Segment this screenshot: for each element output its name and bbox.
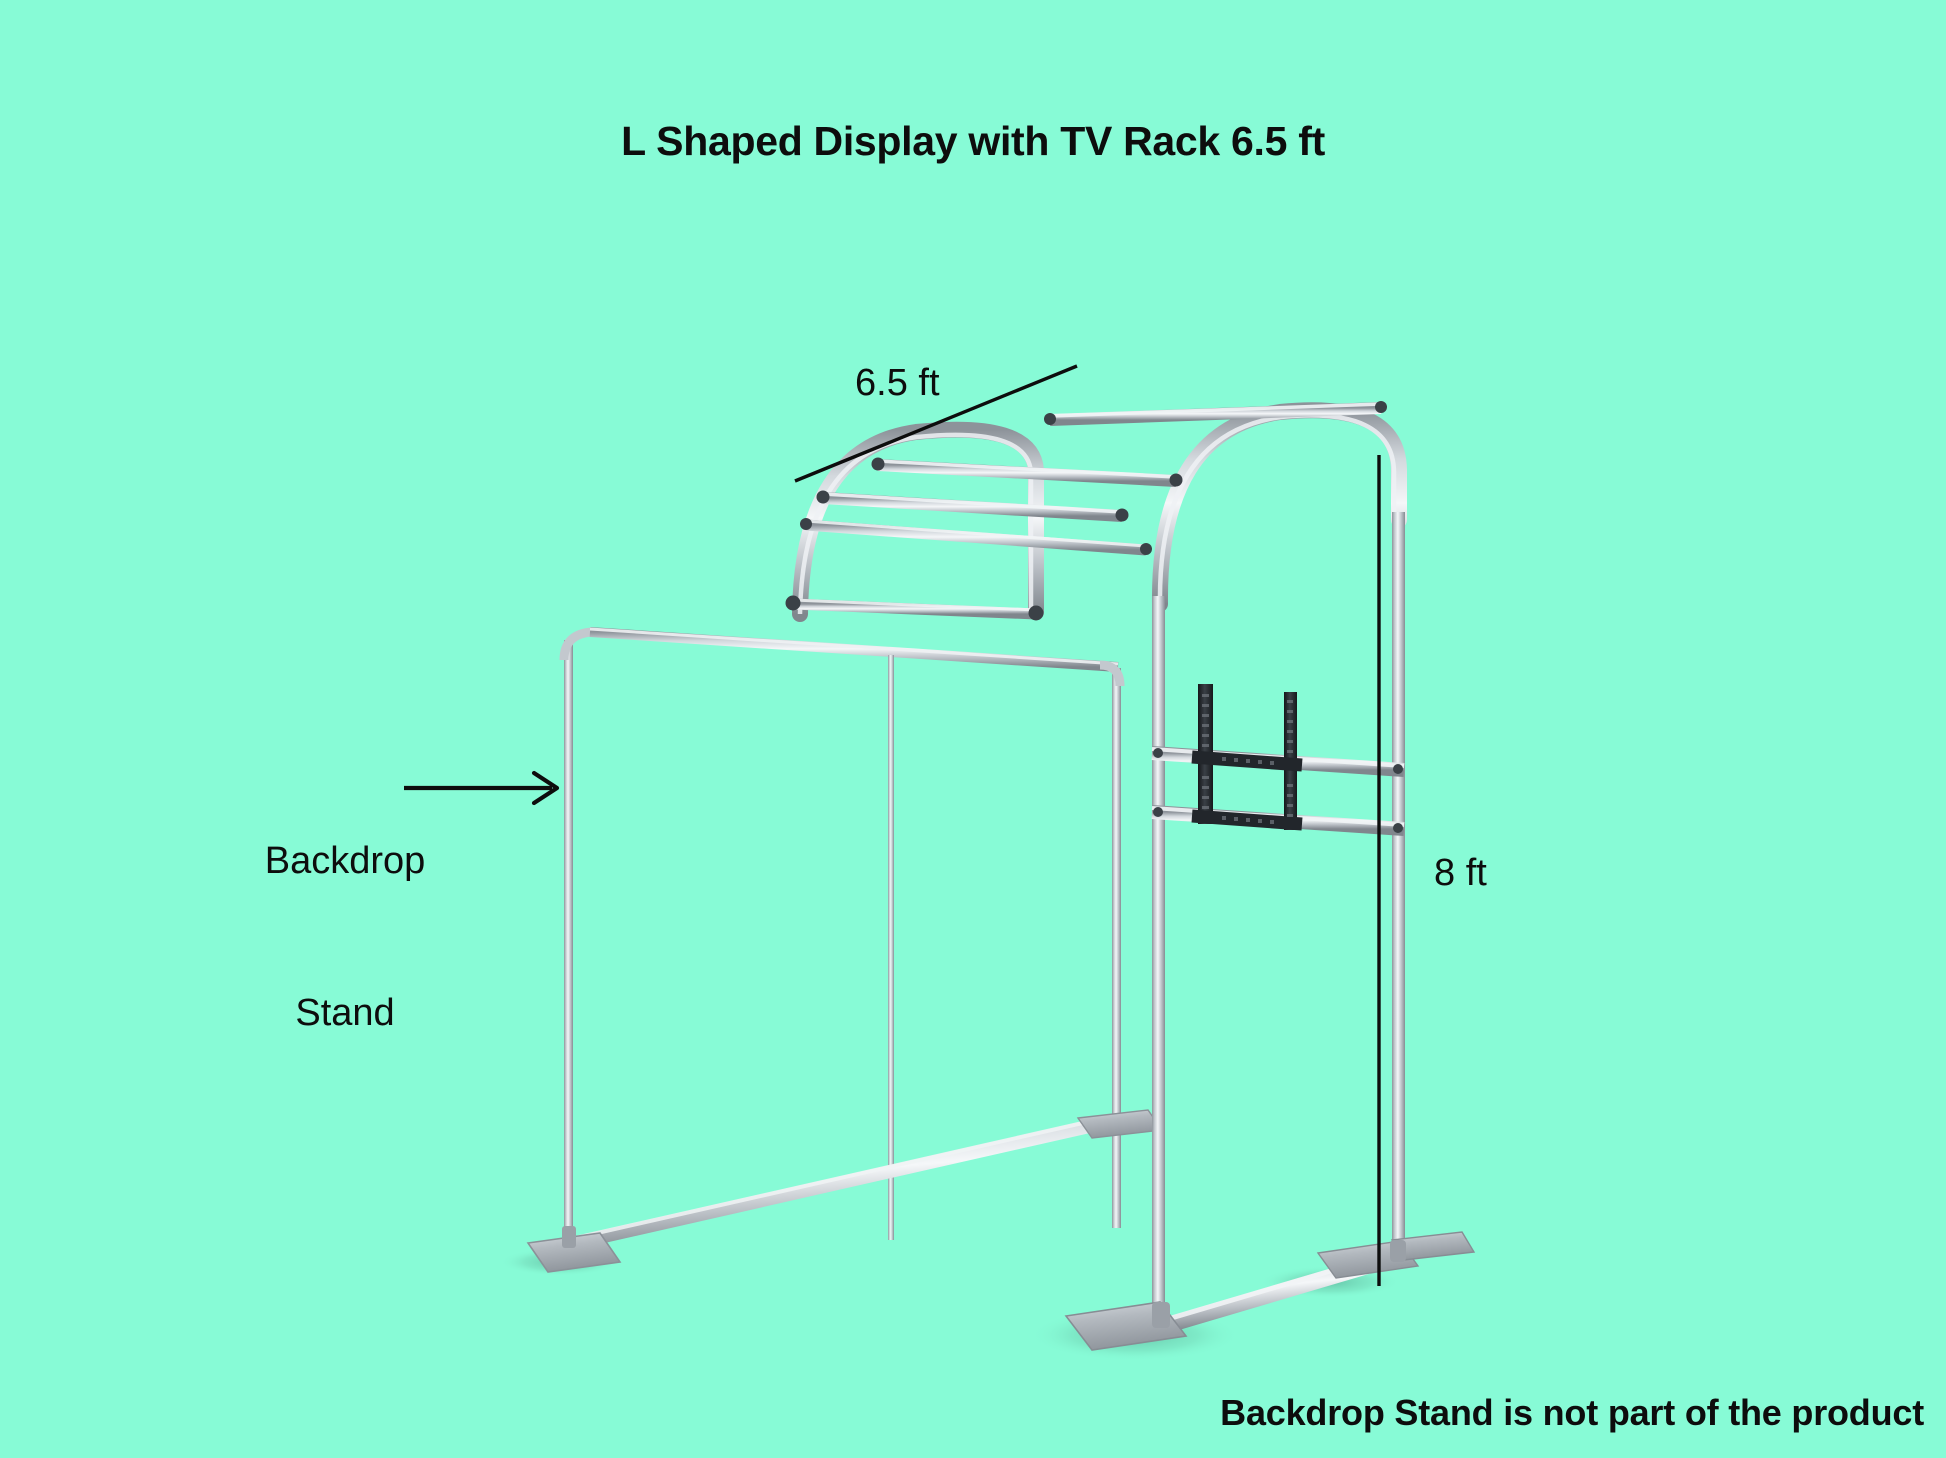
base-foot-right-front — [1064, 1301, 1188, 1351]
dimension-leaders — [794, 364, 1381, 1286]
arrow-right-icon — [404, 770, 560, 806]
tv-wall-mount-bracket — [1191, 684, 1303, 831]
tv-rack-base — [1064, 1231, 1476, 1351]
dimension-line-depth — [794, 364, 1078, 483]
tv-rack-posts — [1152, 512, 1405, 1326]
base-foot-center — [1076, 1109, 1164, 1139]
base-foot-left — [526, 1226, 622, 1273]
base-foot-right-back — [1316, 1231, 1476, 1279]
dimension-label-height: 8 ft — [1434, 852, 1487, 894]
dimension-label-depth: 6.5 ft — [855, 362, 940, 404]
footnote-disclaimer: Backdrop Stand is not part of the produc… — [1220, 1392, 1924, 1433]
curved-canopy — [785, 401, 1407, 622]
page-title: L Shaped Display with TV Rack 6.5 ft — [621, 118, 1325, 164]
backdrop-stand-frame — [526, 627, 1164, 1273]
callout-backdrop-stand: Backdrop Stand — [180, 735, 510, 1139]
callout-label-line2: Stand — [295, 991, 395, 1034]
callout-label-line1: Backdrop — [264, 840, 426, 883]
